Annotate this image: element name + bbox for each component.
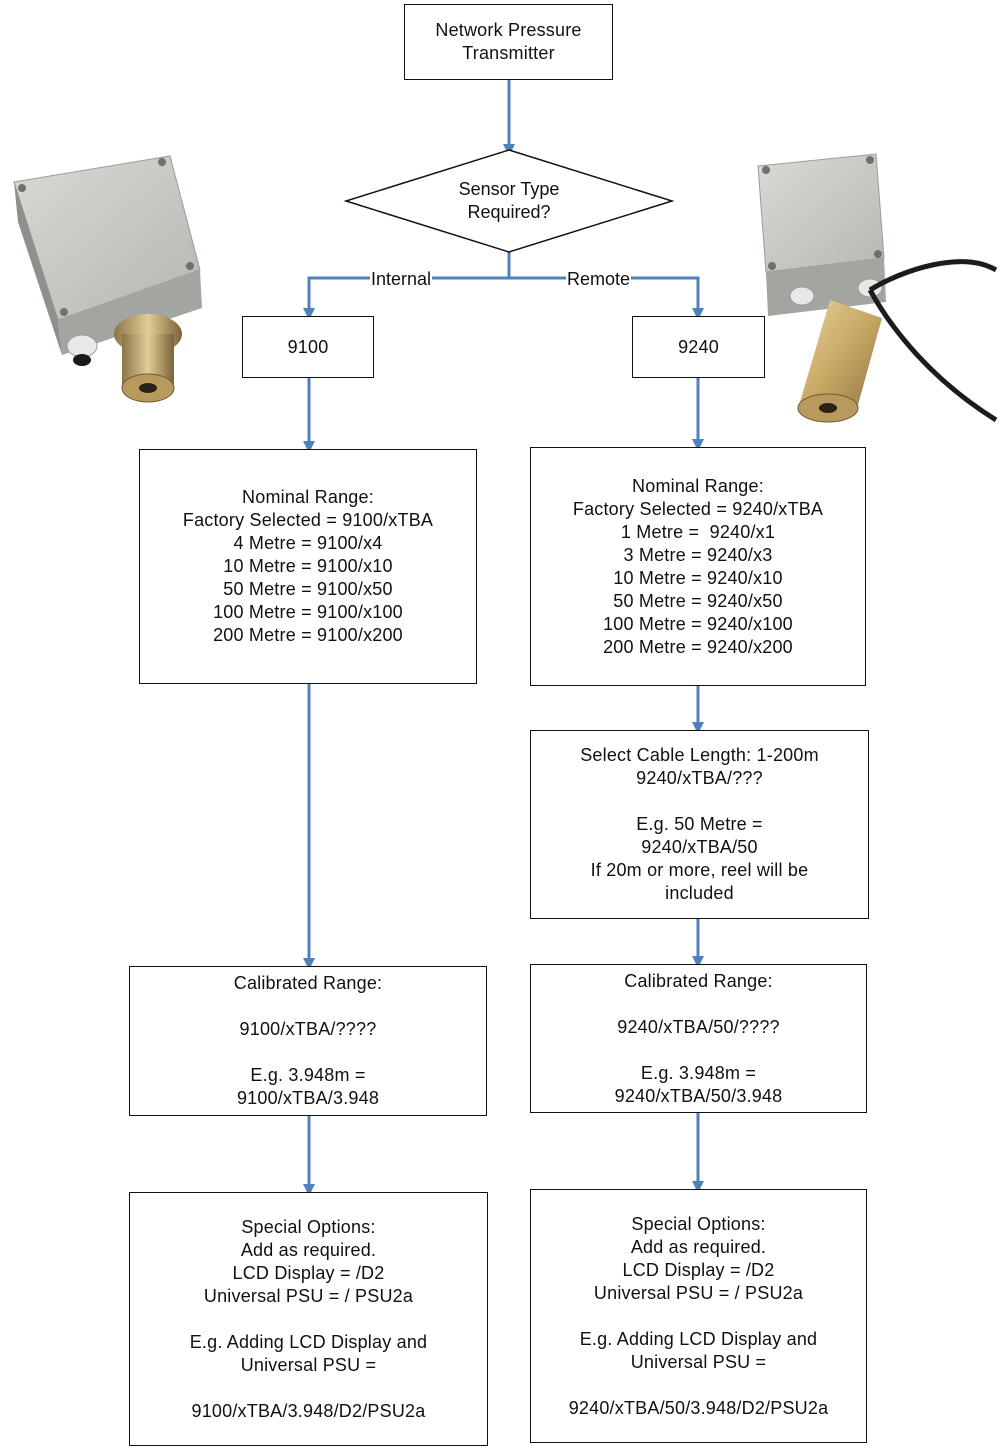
right-nominal-range-box: Nominal Range:Factory Selected = 9240/xT…: [530, 447, 866, 686]
left-special-options-text-line: [190, 1308, 428, 1331]
right-special-options-text-line: E.g. Adding LCD Display and: [579, 1328, 818, 1349]
left-calibrated-range-text: Calibrated Range: 9100/xTBA/???? E.g. 3.94…: [234, 972, 383, 1110]
left-nominal-range-text: Nominal Range: Factory Selected = 9100/xT…: [183, 486, 433, 647]
right-special-options-text-line: [569, 1374, 829, 1397]
arrow-internal-branch: [303, 276, 509, 320]
right-special-options-text-line: [569, 1305, 829, 1328]
internal-branch-label: Internal: [370, 268, 433, 290]
right-special-options-box: Special Options:Add as required.LCD Disp…: [530, 1189, 867, 1443]
decision-text-line: Sensor Type: [458, 179, 560, 199]
cable-length-text-line: 9240/xTBA/???: [636, 768, 763, 788]
cable-length-text-line: 9240/xTBA/50: [641, 837, 758, 857]
left-nominal-range-text-line: Factory Selected = 9100/xTBA: [182, 510, 434, 530]
cable-length-box: Select Cable Length: 1-200m 9240/xTBA/???…: [530, 730, 869, 919]
left-special-options-text-line: Add as required.: [240, 1239, 377, 1260]
right-nominal-range-text-line: 10 Metre = 9240/x10: [613, 567, 783, 588]
model-9240-box: 9240: [632, 316, 765, 378]
left-calibrated-range-box: Calibrated Range: 9100/xTBA/???? E.g. 3.94…: [129, 966, 487, 1116]
right-nominal-range-text-line: 1 Metre = 9240/x1: [620, 521, 776, 542]
right-calibrated-range-text-line: Calibrated Range:: [624, 970, 773, 991]
cable-length-text: Select Cable Length: 1-200m 9240/xTBA/???…: [580, 744, 819, 905]
right-calibrated-range-text-line: 9240/xTBA/50/3.948: [614, 1085, 783, 1106]
start-node-text-line: Transmitter: [462, 43, 555, 63]
right-calibrated-range-box: Calibrated Range: 9240/xTBA/50/???? E.g. 3…: [530, 964, 867, 1113]
right-special-options-text-line: Add as required.: [630, 1236, 767, 1257]
left-calibrated-range-text-line: E.g. 3.948m =: [250, 1065, 366, 1085]
left-nominal-range-text-line: 200 Metre = 9100/x200: [213, 625, 403, 645]
right-special-options-text-line: LCD Display = /D2: [622, 1259, 775, 1280]
cable-length-text-line: E.g. 50 Metre =: [636, 814, 763, 834]
left-special-options-text: Special Options:Add as required.LCD Disp…: [190, 1216, 428, 1423]
cable-length-text-line: Select Cable Length: 1-200m: [580, 745, 819, 765]
left-special-options-text-line: E.g. Adding LCD Display and: [189, 1331, 428, 1352]
left-special-options-text-line: Universal PSU = / PSU2a: [203, 1285, 414, 1306]
internal-sensor-photo: [13, 155, 202, 403]
right-special-options-text-line: 9240/xTBA/50/3.948/D2/PSU2a: [568, 1397, 829, 1418]
remote-branch-label: Remote: [566, 268, 632, 290]
model-9100-label: 9100: [287, 336, 329, 357]
left-special-options-text-line: 9100/xTBA/3.948/D2/PSU2a: [191, 1400, 426, 1421]
model-9100-box: 9100: [242, 316, 374, 378]
left-special-options-text-line: Special Options:: [241, 1216, 376, 1237]
start-node-text-line: Network Pressure: [435, 20, 582, 40]
left-calibrated-range-text-line: Calibrated Range:: [233, 973, 383, 993]
left-nominal-range-text-line: 50 Metre = 9100/x50: [223, 579, 393, 599]
right-special-options-text-line: Universal PSU =: [630, 1351, 767, 1372]
left-calibrated-range-text-line: 9100/xTBA/3.948: [236, 1088, 380, 1108]
right-nominal-range-text-line: 3 Metre = 9240/x3: [623, 544, 773, 565]
right-calibrated-range-text-line: 9240/xTBA/50/????: [617, 1016, 780, 1037]
left-special-options-box: Special Options:Add as required.LCD Disp…: [129, 1192, 488, 1446]
right-nominal-range-text-line: 50 Metre = 9240/x50: [613, 590, 783, 611]
right-calibrated-range-text-line: [615, 993, 783, 1016]
left-special-options-text-line: Universal PSU =: [240, 1354, 377, 1375]
left-nominal-range-text-line: Nominal Range:: [242, 487, 374, 507]
right-calibrated-range-text-line: E.g. 3.948m =: [640, 1062, 757, 1083]
left-special-options-text-line: LCD Display = /D2: [232, 1262, 385, 1283]
right-nominal-range-text-line: 100 Metre = 9240/x100: [603, 613, 793, 634]
left-special-options-text-line: [190, 1377, 428, 1400]
cable-length-text-line: [580, 790, 819, 813]
right-special-options-text: Special Options:Add as required.LCD Disp…: [569, 1213, 829, 1420]
right-calibrated-range-text-line: [615, 1039, 783, 1062]
right-nominal-range-text-line: Factory Selected = 9240/xTBA: [572, 498, 824, 519]
right-nominal-range-text-line: 200 Metre = 9240/x200: [603, 636, 793, 657]
remote-sensor-photo: [757, 153, 998, 423]
left-nominal-range-box: Nominal Range: Factory Selected = 9100/xT…: [139, 449, 477, 684]
cable-length-text-line: included: [665, 883, 734, 903]
right-special-options-text-line: Universal PSU = / PSU2a: [593, 1282, 804, 1303]
right-special-options-text-line: Special Options:: [631, 1213, 766, 1234]
right-calibrated-range-text: Calibrated Range: 9240/xTBA/50/???? E.g. 3…: [615, 970, 783, 1108]
left-nominal-range-text-line: 100 Metre = 9100/x100: [213, 602, 403, 622]
cable-length-text-line: If 20m or more, reel will be: [590, 860, 809, 880]
left-calibrated-range-text-line: [234, 1041, 383, 1064]
left-nominal-range-text-line: 10 Metre = 9100/x10: [223, 556, 393, 576]
left-calibrated-range-text-line: 9100/xTBA/????: [239, 1019, 377, 1039]
decision-text-line: Required?: [467, 202, 551, 222]
right-nominal-range-text-line: Nominal Range:: [632, 475, 764, 496]
left-calibrated-range-text-line: [234, 995, 383, 1018]
left-nominal-range-text-line: 4 Metre = 9100/x4: [233, 533, 383, 553]
decision-diamond: [343, 149, 675, 253]
model-9240-label: 9240: [678, 336, 719, 357]
right-nominal-range-text: Nominal Range:Factory Selected = 9240/xT…: [573, 475, 823, 659]
